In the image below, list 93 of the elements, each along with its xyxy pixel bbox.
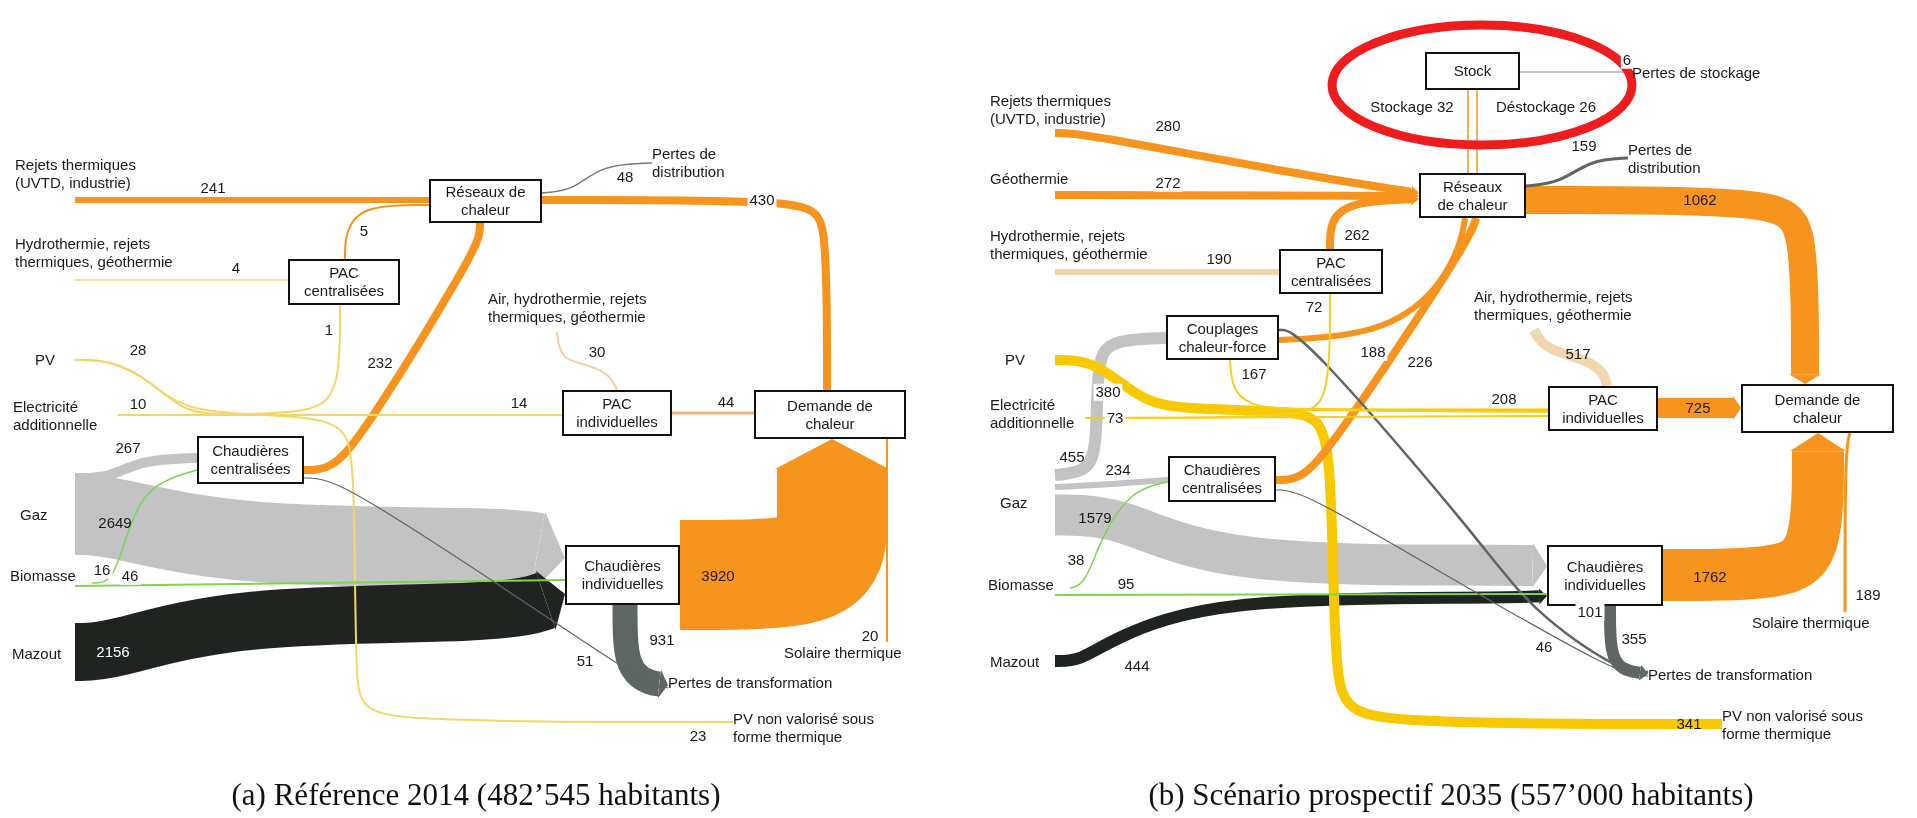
flow-label: Hydrothermie, rejets thermiques, géothermie	[990, 227, 1195, 272]
flow-label: Rejets thermiques (UVTD, industrie)	[15, 156, 175, 200]
flow-line	[1525, 156, 1629, 188]
flow-line	[1055, 269, 1279, 275]
flow-line	[1084, 415, 1549, 419]
flow-line	[91, 469, 198, 584]
edge-label: 725	[1684, 399, 1712, 417]
edge-label: 1579	[1077, 509, 1113, 527]
flow-label: Hydrothermie, rejets thermiques, géothermie	[15, 235, 220, 280]
process-box: Chaudières centralisées	[1168, 456, 1276, 502]
edge-label: 517	[1564, 345, 1592, 363]
process-box: Couplages chaleur-force	[1166, 315, 1279, 360]
process-box: PAC centralisées	[288, 259, 400, 305]
flow-label: Electricité additionnelle	[990, 396, 1085, 436]
edge-label: 380	[1093, 383, 1123, 401]
flow-label: Pertes de distribution	[1628, 141, 1728, 183]
edge-label: Stockage 32	[1368, 98, 1456, 116]
flow-line	[886, 438, 888, 643]
flow-line	[1054, 477, 1169, 490]
edge-label: 455	[1058, 448, 1086, 466]
flow-label: Biomasse	[10, 566, 92, 586]
flow-line	[1229, 359, 1549, 413]
process-box: PAC centralisées	[1279, 249, 1383, 294]
flow-band	[1658, 396, 1741, 420]
flow-line	[1276, 216, 1480, 484]
flow-line	[542, 196, 831, 390]
flow-label: Gaz	[1000, 465, 1055, 540]
flow-label: Pertes de transformation	[668, 672, 878, 694]
flow-label: Gaz	[20, 470, 75, 560]
flow-label: Solaire thermique	[784, 642, 934, 664]
process-box: Stock	[1425, 52, 1520, 90]
flow-line	[74, 279, 289, 281]
flow-line	[672, 411, 754, 415]
process-box: Chaudières individuelles	[565, 545, 680, 605]
flow-label: PV non valorisé sous forme thermique	[1722, 707, 1897, 747]
flow-label: Air, hydrothermie, rejets thermiques, géothermie	[488, 290, 688, 332]
flow-line	[1054, 593, 1548, 596]
edge-label: 2156	[95, 643, 131, 661]
edge-label: 1762	[1692, 568, 1728, 586]
flow-line	[74, 579, 566, 587]
edge-label: 341	[1675, 715, 1703, 733]
flow-label: Mazout	[12, 640, 75, 668]
edge-label: 1062	[1682, 191, 1718, 209]
flow-label: Electricité additionnelle	[13, 398, 118, 434]
flow-label: Rejets thermiques (UVTD, industrie)	[990, 92, 1150, 133]
flow-line	[344, 204, 430, 260]
flow-label: PV	[35, 350, 75, 370]
flow-label: Solaire thermique	[1752, 612, 1902, 634]
flow-line	[75, 197, 429, 203]
process-box: Demande de chaleur	[1741, 384, 1894, 433]
flow-line	[541, 162, 653, 194]
process-box: PAC individuelles	[1548, 386, 1658, 431]
flow-value: 208	[1491, 389, 1517, 407]
flow-line	[1278, 217, 1468, 343]
flow-label: Pertes de stockage	[1632, 62, 1802, 84]
flow-label: Biomasse	[988, 575, 1070, 595]
flow-band	[1054, 332, 1167, 481]
process-box: Réseaux de chaleur	[1419, 173, 1526, 218]
flow-line	[304, 221, 484, 474]
flow-line	[556, 331, 618, 391]
edge-label: 931	[648, 631, 676, 649]
flow-line	[1467, 89, 1469, 174]
flow-line	[1476, 89, 1478, 174]
edge-label: 444	[1123, 657, 1151, 675]
edge-label: 101	[1575, 603, 1605, 621]
flow-line	[1843, 432, 1852, 612]
figure-caption: (b) Scénario prospectif 2035 (557’000 habitants)	[1148, 777, 1754, 813]
flow-line	[74, 359, 734, 723]
process-box: Chaudières centralisées	[197, 436, 304, 484]
flow-value: 14	[510, 393, 528, 411]
edge-label: 355	[1620, 630, 1648, 648]
flow-label: Mazout	[990, 650, 1055, 674]
edge-label: 2649	[97, 514, 133, 532]
flow-label: PV	[1005, 350, 1055, 370]
process-box: Chaudières individuelles	[1547, 545, 1663, 606]
flow-label: Géothermie	[990, 170, 1075, 195]
process-box: PAC individuelles	[562, 390, 672, 436]
edge-label: 267	[114, 439, 142, 457]
figure-caption: (a) Référence 2014 (482’545 habitants)	[231, 777, 721, 813]
flow-band	[1055, 355, 1722, 729]
flow-line	[303, 477, 669, 689]
flow-label: Pertes de distribution	[652, 145, 752, 187]
flow-label: Air, hydrothermie, rejets thermiques, géothermie	[1474, 288, 1674, 330]
flow-line	[1069, 481, 1169, 589]
flow-band	[1526, 186, 1821, 384]
flow-line	[1275, 489, 1649, 677]
process-box: Demande de chaleur	[754, 390, 906, 439]
process-box: Réseaux de chaleur	[429, 179, 542, 223]
edge-label: 3920	[700, 567, 736, 585]
flow-line	[1278, 328, 1648, 674]
flow-label: Pertes de transformation	[1648, 664, 1858, 686]
flow-label: PV non valorisé sous forme thermique	[733, 710, 908, 750]
flow-band	[1053, 588, 1547, 667]
